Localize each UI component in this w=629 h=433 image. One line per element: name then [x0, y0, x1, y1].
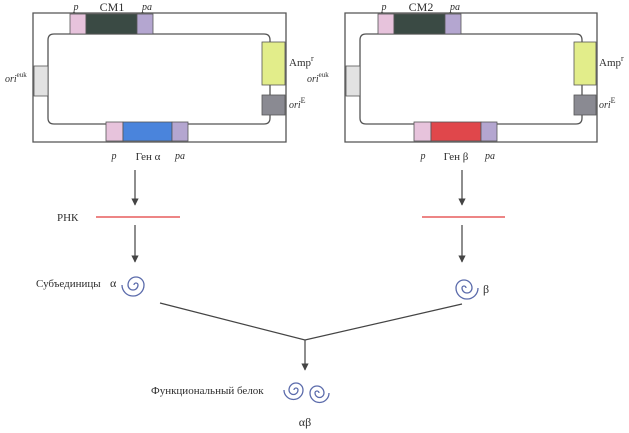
- plasmid-2-promoter-bottom-label: p: [420, 151, 426, 162]
- plasmid-1-ori-e-label: oriE: [289, 96, 306, 111]
- plasmid-2-ori-e-superscript: E: [611, 96, 616, 105]
- plasmid-2-gene-beta-segment: [430, 121, 482, 142]
- plasmid-1-ori-euk-label: orieuk: [5, 71, 27, 85]
- plasmid-2-ampr-superscript: r: [621, 54, 624, 63]
- plasmid-2-ori-euk-label: orieuk: [307, 71, 329, 85]
- plasmid-2-promoter-top-segment: [377, 13, 395, 35]
- beta-label: β: [483, 282, 489, 296]
- plasmid-2-polya-top-segment: [444, 13, 462, 35]
- plasmid-1-cmv-label: CM1: [100, 0, 125, 14]
- alpha-label: α: [110, 276, 117, 290]
- plasmid-1-outer-frame: [32, 12, 287, 143]
- plasmid-1-promoter-top-segment: [69, 13, 87, 35]
- plasmid-2-ori-euk-segment: [345, 65, 361, 97]
- plasmid-2-polya-bottom-label: pa: [484, 151, 495, 162]
- double-spiral-icon: [283, 382, 330, 404]
- plasmid-2-ampr-segment: [573, 41, 597, 86]
- plasmid-2-cmv-label: CM2: [409, 0, 434, 14]
- plasmid-1-polya-bottom-label: pa: [174, 151, 185, 162]
- plasmid-2-inner-frame: [359, 33, 583, 125]
- assembly-lines: [159, 302, 463, 341]
- plasmid-1-ampr-superscript: r: [311, 54, 314, 63]
- plasmid-2-ori-e-label: oriE: [599, 96, 616, 111]
- alpha-beta-label: αβ: [299, 415, 311, 429]
- plasmid-1-ori-euk-segment: [33, 65, 49, 97]
- plasmid-2-promoter-top-label: p: [381, 2, 387, 13]
- plasmid-1-polya-bottom-segment: [171, 121, 189, 142]
- plasmid-1-cmv-segment: [85, 13, 138, 35]
- plasmid-1: p CM1 pa Ampr oriE orieuk p Ген α pa: [5, 0, 314, 163]
- plasmid-2-polya-top-label: pa: [449, 2, 460, 13]
- plasmid-1-promoter-bottom-label: p: [111, 151, 117, 162]
- plasmid-1-gene-label: Ген α: [136, 151, 161, 163]
- spiral-icon: [121, 276, 145, 297]
- plasmid-2: p CM2 pa Ampr oriE orieuk p Ген β pa: [307, 0, 624, 163]
- plasmid-1-polya-top-segment: [136, 13, 154, 35]
- rna-label: РНК: [57, 212, 79, 224]
- plasmid-2-ampr-label: Ampr: [599, 54, 624, 69]
- spiral-icon: [455, 279, 479, 300]
- plasmid-2-promoter-bottom-segment: [413, 121, 432, 142]
- protein-label: Функциональный белок: [151, 385, 264, 397]
- plasmid-1-ori-e-segment: [261, 94, 286, 116]
- plasmid-2-gene-label: Ген β: [444, 151, 469, 163]
- plasmid-1-ori-e-superscript: E: [301, 96, 306, 105]
- plasmid-1-polya-top-label: pa: [141, 2, 152, 13]
- plasmid-1-inner-frame: [47, 33, 271, 125]
- plasmid-1-promoter-top-label: p: [73, 2, 79, 13]
- plasmid-2-ori-e-segment: [573, 94, 597, 116]
- plasmid-2-ori-euk-superscript: euk: [319, 71, 330, 79]
- plasmid-1-promoter-bottom-segment: [105, 121, 124, 142]
- plasmid-1-gene-alpha-segment: [122, 121, 173, 142]
- plasmid-2-polya-bottom-segment: [480, 121, 498, 142]
- plasmid-2-outer-frame: [344, 12, 598, 143]
- plasmid-1-ampr-segment: [261, 41, 286, 86]
- subunits-label: Субъединицы: [36, 278, 101, 290]
- plasmid-2-cmv-segment: [393, 13, 446, 35]
- plasmid-1-ampr-label: Ampr: [289, 54, 314, 69]
- plasmid-1-ori-euk-superscript: euk: [17, 71, 28, 79]
